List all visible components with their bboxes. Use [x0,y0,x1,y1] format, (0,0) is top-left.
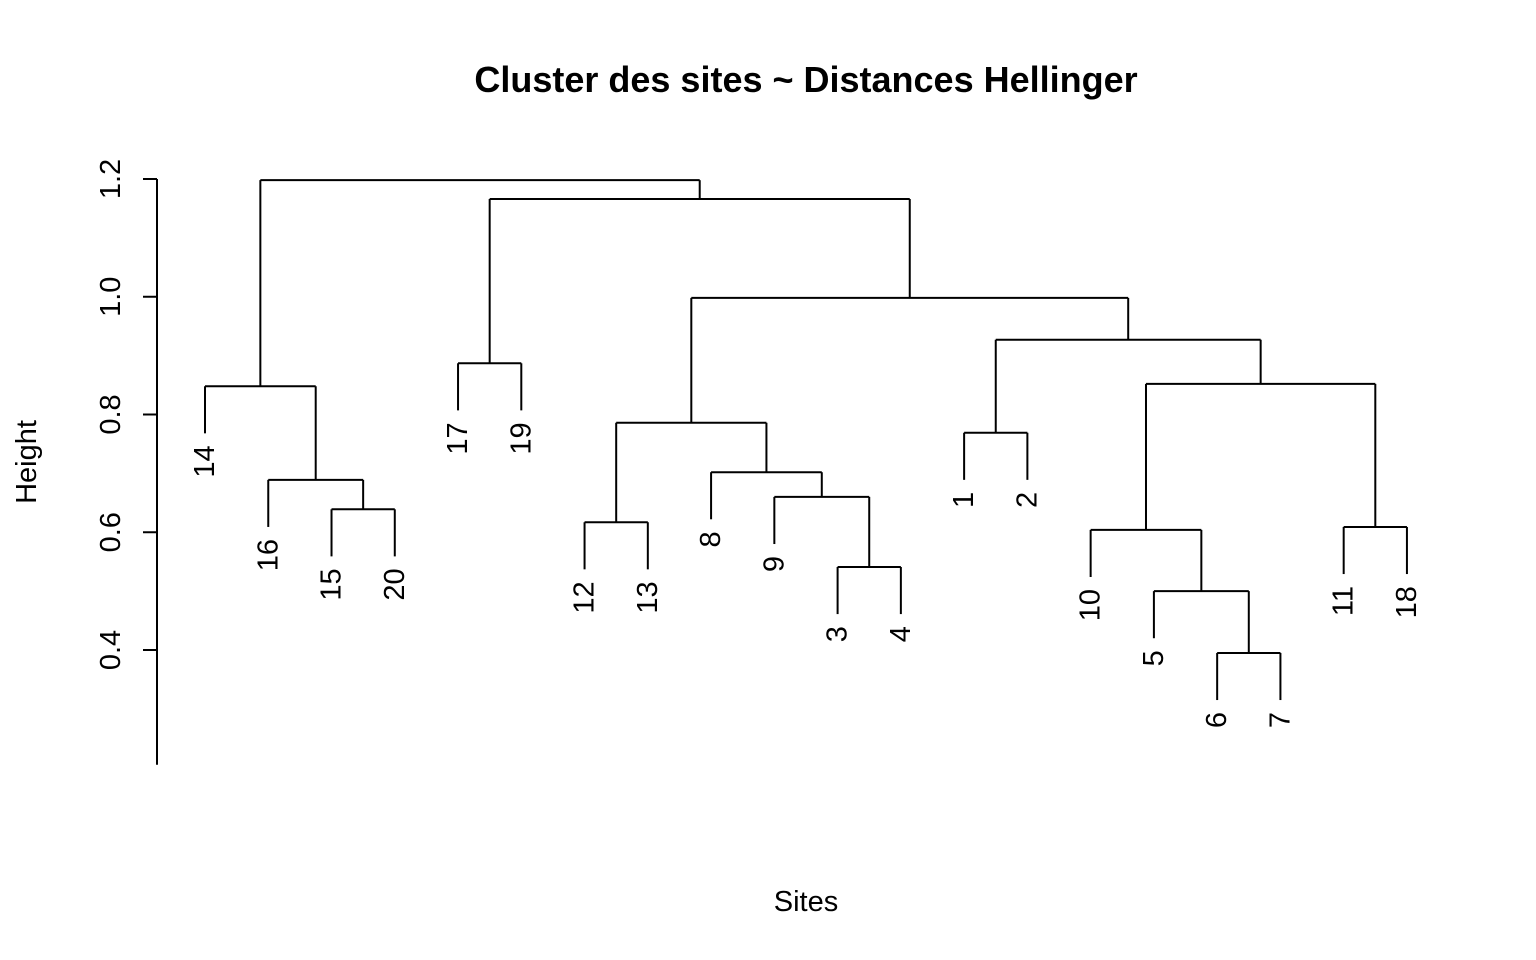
leaf-label: 13 [632,581,664,613]
y-tick-label: 0.4 [95,630,127,670]
leaf-label: 1 [948,492,980,508]
leaf-label: 6 [1201,712,1233,728]
leaf-label: 16 [252,539,284,571]
leaf-label: 2 [1011,492,1043,508]
leaf-label: 15 [316,568,348,600]
leaf-label: 9 [758,556,790,572]
leaf-label: 14 [189,445,221,477]
y-axis: 0.4 0.6 0.8 1.0 1.2 [95,159,158,765]
leaf-label: 5 [1138,650,1170,666]
leaf-label: 20 [379,568,411,600]
leaf-label: 3 [822,626,854,642]
leaf-label: 10 [1075,589,1107,621]
x-axis-label: Sites [774,886,838,918]
leaf-label: 8 [695,531,727,547]
leaf-label: 12 [569,581,601,613]
chart-title: Cluster des sites ~ Distances Hellinger [474,59,1137,100]
y-tick-label: 1.0 [95,277,127,317]
leaf-label: 4 [885,626,917,642]
y-tick-label: 1.2 [95,159,127,199]
leaf-label: 19 [505,422,537,454]
y-axis-label: Height [11,420,43,504]
leaf-label: 7 [1264,712,1296,728]
dendrogram-tree [204,179,1408,701]
leaf-label: 17 [442,422,474,454]
y-tick-label: 0.8 [95,394,127,434]
leaf-label: 18 [1391,586,1423,618]
leaf-label: 11 [1328,586,1360,616]
y-tick-label: 0.6 [95,512,127,552]
